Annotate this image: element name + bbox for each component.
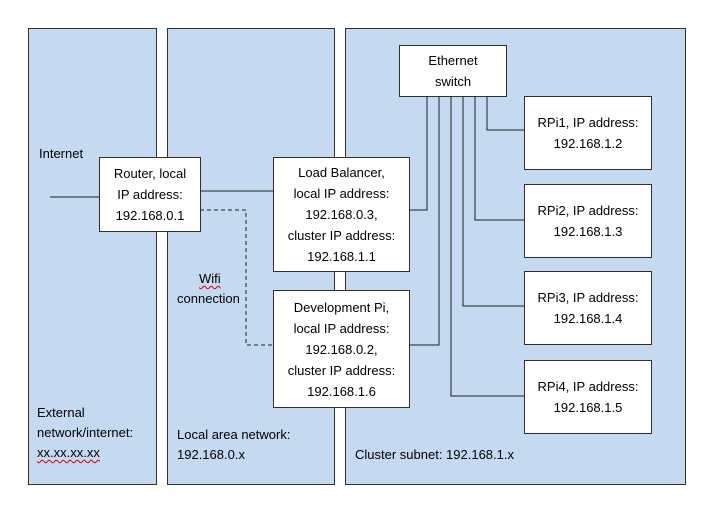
router-ip: 192.168.0.1 [115, 208, 185, 223]
lan-zone-title: Local area network: [177, 427, 291, 442]
rpi4-node: RPi4, IP address: 192.168.1.5 [524, 360, 652, 434]
internet-label: Internet [39, 146, 84, 161]
wifi-connection-label: connection [177, 291, 240, 306]
rpi4-label: RPi4, IP address: [537, 379, 639, 394]
ethernet-switch-node: Ethernet switch [399, 45, 507, 97]
lan-zone-address: 192.168.0.x [177, 447, 245, 462]
development-pi-local-ip: 192.168.0.2, [305, 341, 378, 357]
development-pi-local-ip-label: local IP address: [293, 320, 390, 336]
rpi1-label: RPi1, IP address: [537, 115, 639, 130]
router-label-line2: IP address: [117, 187, 183, 202]
development-pi-cluster-ip: 192.168.1.6 [307, 383, 376, 399]
rpi2-node: RPi2, IP address: 192.168.1.3 [524, 184, 652, 258]
wifi-label-text: Wifi [199, 271, 221, 286]
rpi3-ip: 192.168.1.4 [553, 311, 623, 326]
development-pi-cluster-ip-label: cluster IP address: [287, 362, 396, 378]
external-zone-subtitle: network/internet: [37, 425, 134, 440]
external-zone-address-text: xx.xx.xx.xx [37, 445, 100, 460]
router-node: Router, local IP address: 192.168.0.1 [99, 157, 201, 232]
load-balancer-label: Load Balancer, [298, 165, 385, 180]
external-network-zone [28, 28, 157, 485]
external-zone-title: External [37, 405, 85, 420]
rpi4-ip: 192.168.1.5 [553, 400, 623, 415]
rpi1-ip: 192.168.1.2 [553, 136, 623, 151]
switch-label-line1: Ethernet [428, 53, 478, 68]
load-balancer-cluster-ip-label: cluster IP address: [287, 228, 396, 243]
rpi1-node: RPi1, IP address: 192.168.1.2 [524, 96, 652, 170]
rpi3-label: RPi3, IP address: [537, 290, 639, 305]
rpi2-label: RPi2, IP address: [537, 203, 639, 218]
load-balancer-node: Load Balancer, local IP address: 192.168… [273, 157, 410, 272]
development-pi-node: Development Pi, local IP address: 192.16… [273, 290, 410, 408]
load-balancer-local-ip-label: local IP address: [293, 186, 390, 201]
development-pi-label: Development Pi, [293, 299, 390, 315]
rpi2-ip: 192.168.1.3 [553, 224, 623, 239]
external-zone-address: xx.xx.xx.xx [37, 443, 100, 463]
router-label-line1: Router, local [113, 166, 187, 181]
load-balancer-local-ip: 192.168.0.3, [305, 207, 378, 222]
cluster-zone-title: Cluster subnet: 192.168.1.x [355, 447, 514, 462]
rpi3-node: RPi3, IP address: 192.168.1.4 [524, 271, 652, 345]
wifi-label: Wifi [199, 269, 221, 289]
load-balancer-cluster-ip: 192.168.1.1 [307, 249, 376, 264]
switch-label-line2: switch [434, 74, 472, 89]
